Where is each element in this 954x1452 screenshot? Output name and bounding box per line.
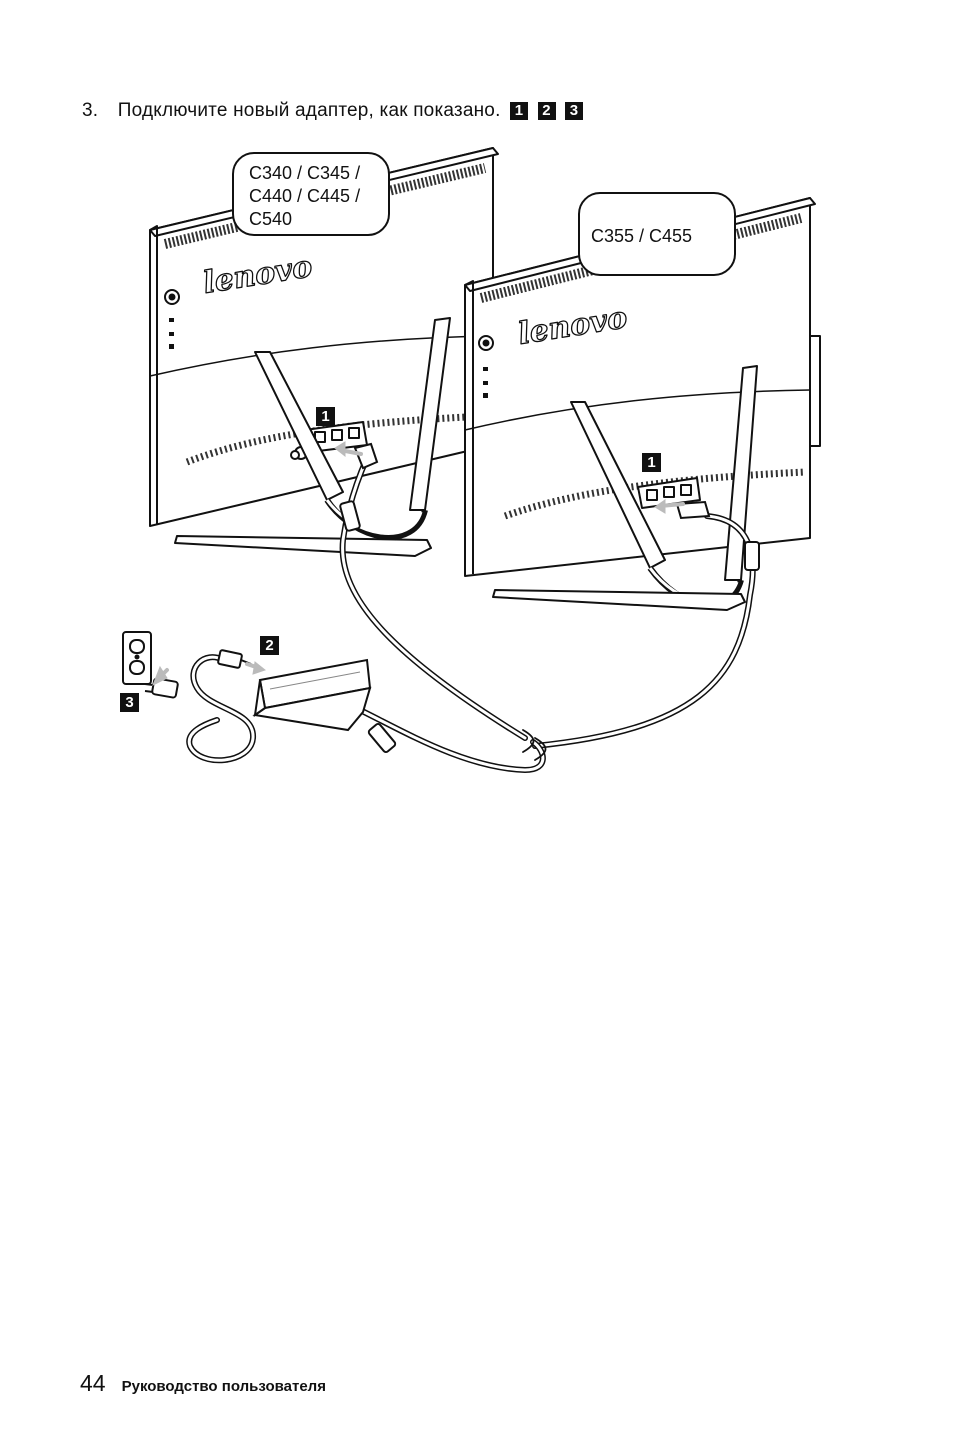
marker-2: 2	[260, 636, 279, 655]
step-badge-3: 3	[565, 102, 584, 120]
callout-left-line-2: C440 / C445 /	[249, 186, 361, 206]
step-text: Подключите новый адаптер, как показано.	[117, 100, 501, 121]
adapter-connection-figure: lenovo lenovo	[105, 140, 825, 810]
callout-left-models: C340 / C345 / C440 / C445 / C540	[232, 152, 390, 236]
callout-right-text: C355 / C455	[591, 226, 693, 246]
marker-1-left: 1	[316, 407, 335, 426]
page-number: 44	[80, 1370, 106, 1396]
step-badge-1: 1	[510, 102, 529, 120]
callout-right-models: C355 / C455	[578, 192, 736, 276]
left-stand-base-icon	[174, 535, 432, 557]
step-badge-2: 2	[537, 102, 556, 120]
ac-power-cord	[186, 654, 256, 764]
callout-left-line-3: C540	[249, 209, 293, 229]
callout-left-line-1: C340 / C345 /	[249, 163, 361, 183]
adapter-illustration: lenovo lenovo	[122, 147, 821, 773]
page-footer: 44 Руководство пользователя	[80, 1370, 326, 1397]
step-instruction: 3. Подключите новый адаптер, как показан…	[82, 100, 584, 122]
marker-1-right: 1	[642, 453, 661, 472]
marker-3: 3	[120, 693, 139, 712]
step-number: 3.	[82, 100, 99, 121]
footer-title: Руководство пользователя	[121, 1378, 326, 1395]
right-stand-base-icon	[492, 589, 746, 611]
